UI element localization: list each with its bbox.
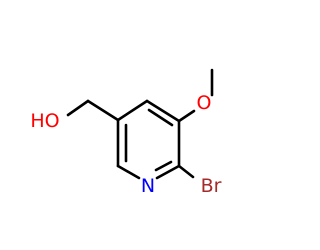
methoxy-oxygen-label: O <box>197 92 212 114</box>
ring-nitrogen-label: N <box>141 175 155 197</box>
bond-c6-br <box>177 164 195 179</box>
bromine-label: Br <box>201 175 222 197</box>
bond-c4-c5 <box>145 99 181 123</box>
bond-c5-o <box>177 109 196 123</box>
bond-c3-c4 <box>116 99 149 122</box>
bond-c6-n1-inner <box>154 160 173 172</box>
bond-c6-n1 <box>155 164 181 180</box>
bond-c3-ch2 <box>86 99 120 122</box>
hydroxyl-label: HO <box>30 110 59 132</box>
bond-ch2-oh <box>66 99 90 117</box>
chemical-structure: HO O N Br <box>30 68 222 197</box>
bond-n1-c2 <box>116 164 141 180</box>
bond-c4-c5-inner <box>147 108 174 127</box>
